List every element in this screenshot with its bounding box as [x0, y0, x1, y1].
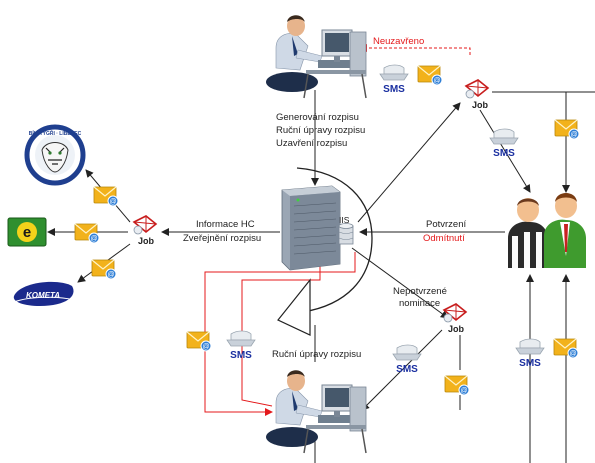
label-rucni-upravy-bottom: Ruční úpravy rozpisu — [272, 349, 362, 360]
job-label: Job — [138, 236, 155, 246]
envelope-icon — [417, 65, 443, 86]
liberec-logo-icon — [24, 124, 86, 186]
label-nominace: nominace — [399, 298, 441, 309]
sms-label: SMS — [230, 350, 252, 361]
sms-ship-icon: SMS — [379, 64, 409, 95]
label-nepotvrzene: Nepotvrzené — [393, 286, 447, 297]
sms-ship-icon: SMS — [515, 338, 545, 369]
server-icon — [281, 185, 341, 271]
envelope-icon — [74, 223, 100, 244]
label-rucni-upravy-top: Ruční úpravy rozpisu — [276, 125, 366, 136]
team-member-icon — [544, 193, 586, 268]
separator-arc — [296, 167, 373, 313]
connector-server-job-nepotvrzene — [351, 247, 449, 319]
e-logo-icon: e — [7, 217, 47, 247]
label-iis: IIS — [339, 215, 350, 225]
job-sql-icon: Job — [133, 215, 157, 246]
label-neuzavreno: Neuzavřeno — [373, 36, 425, 47]
envelope-icon — [186, 331, 212, 352]
connector-job-sms-bottom — [361, 329, 443, 411]
sms-label: SMS — [493, 148, 515, 159]
person-at-computer-icon — [265, 14, 367, 99]
connector-red-inner — [241, 252, 321, 407]
referee-icon — [508, 198, 548, 268]
kometa-label: KOMETA — [26, 291, 60, 300]
connector-job-sms-people — [479, 109, 531, 193]
label-informace-hc: Informace HC — [196, 219, 255, 230]
liberec-label: BÍLÍ TYGŘI · LIBEREC — [29, 129, 82, 137]
envelope-icon — [93, 186, 119, 207]
database-icon — [338, 223, 354, 245]
person-at-computer-icon — [265, 369, 367, 454]
label-uzavreni-rozpisu: Uzavření rozpisu — [276, 138, 348, 149]
svg-text:e: e — [23, 224, 31, 241]
job-label: Job — [472, 100, 489, 110]
connector-server-job-top — [357, 102, 461, 223]
job-sql-icon: Job — [465, 79, 489, 110]
connector-red-outer — [204, 252, 356, 416]
job-label: Job — [448, 324, 465, 334]
envelope-icon — [444, 375, 470, 396]
sms-label: SMS — [396, 364, 418, 375]
label-odmitnuti: Odmítnutí — [423, 233, 465, 244]
label-generovani-rozpisu: Generování rozpisu — [276, 112, 359, 123]
sms-ship-icon: SMS — [489, 128, 519, 159]
funnel-icon — [277, 278, 311, 336]
sms-ship-icon: SMS — [226, 330, 256, 361]
label-zverejneni-rozpisu: Zveřejnění rozpisu — [183, 233, 262, 244]
connector-neuzavreno — [359, 44, 471, 55]
envelope-icon — [91, 259, 117, 280]
sms-label: SMS — [519, 358, 541, 369]
envelope-icon — [553, 338, 579, 359]
sms-label: SMS — [383, 84, 405, 95]
label-potvrzeni: Potvrzení — [426, 219, 467, 230]
envelope-icon — [554, 119, 580, 140]
sms-ship-icon: SMS — [392, 344, 422, 375]
kometa-logo-icon — [13, 281, 75, 306]
job-sql-icon: Job — [443, 303, 467, 334]
